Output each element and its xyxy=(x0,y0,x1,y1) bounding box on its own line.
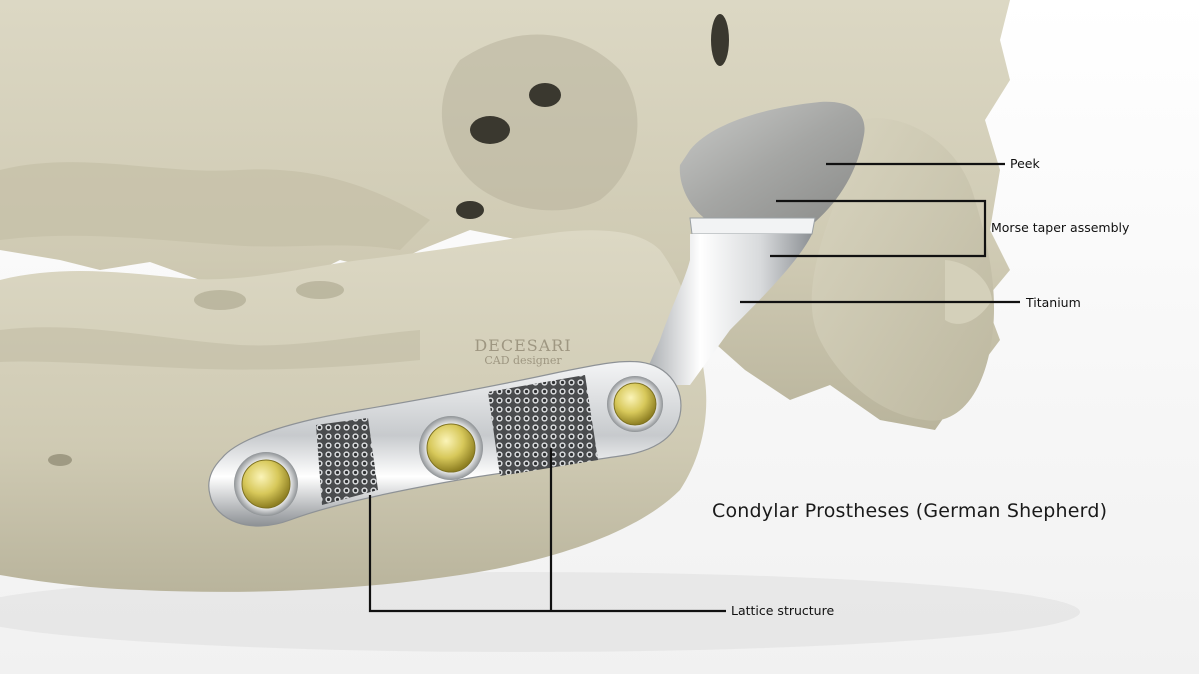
skull-rear xyxy=(811,118,995,421)
cranium-foramen xyxy=(456,201,484,219)
callout-peek: Peek xyxy=(1010,156,1040,171)
figure-title: Condylar Prostheses (German Shepherd) xyxy=(712,500,1108,522)
morse-taper-ring xyxy=(689,217,816,235)
leader-lines xyxy=(368,162,1020,613)
callout-morse-taper: Morse taper assembly xyxy=(991,220,1130,235)
mental-foramen xyxy=(48,454,72,466)
watermark-subtitle: CAD designer xyxy=(484,353,562,367)
lattice-window-1 xyxy=(316,418,378,505)
leader-morse-taper xyxy=(770,199,987,258)
skull-cranium xyxy=(0,0,1010,430)
cranium-foramen xyxy=(711,14,729,66)
lattice-window-2 xyxy=(488,375,598,476)
designer-watermark: DECESARI CAD designer xyxy=(468,336,578,367)
cranium-foramen xyxy=(529,83,561,107)
skull-process xyxy=(945,260,992,324)
cranium-foramen xyxy=(470,116,510,144)
titanium-neck xyxy=(640,234,812,385)
leader-lattice-1 xyxy=(368,495,726,613)
orbit-shadow xyxy=(441,34,638,211)
zygomatic-arch xyxy=(0,162,430,250)
callout-lattice: Lattice structure xyxy=(731,603,835,618)
watermark-name: DECESARI xyxy=(474,336,572,355)
screw-1 xyxy=(234,452,298,516)
screw-2 xyxy=(419,416,483,480)
tooth-socket xyxy=(296,281,344,299)
screw-3 xyxy=(607,376,663,432)
tooth-socket xyxy=(194,290,246,310)
peek-condyle xyxy=(679,101,865,222)
callout-titanium: Titanium xyxy=(1026,295,1081,310)
mandible-ridge xyxy=(0,327,420,370)
